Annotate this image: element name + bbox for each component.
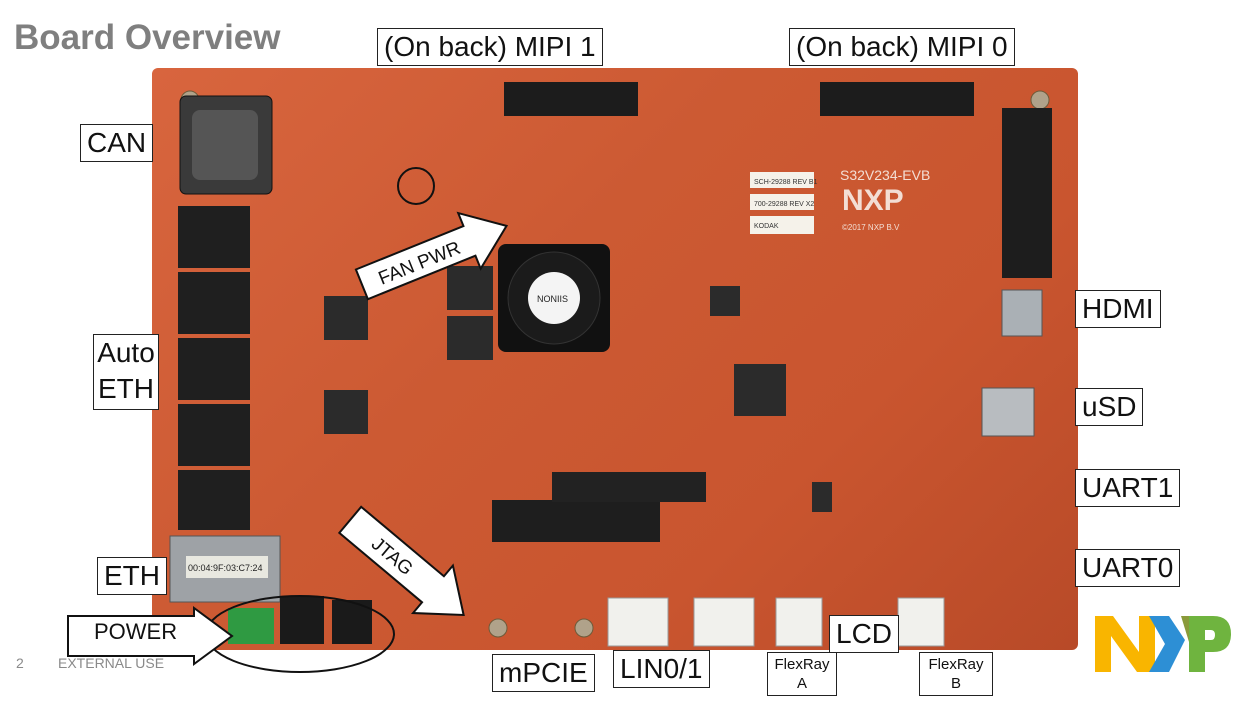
mac-label: 00:04:9F:03:C7:24 [188,563,263,573]
label-can: CAN [80,124,154,162]
power-arrow [67,606,234,666]
silkscreen-brand: NXP [842,184,904,217]
silkscreen-model: S32V234-EVB [840,167,930,183]
board-art: NXP S32V234-EVB ©2017 NXP B.V SCH-29288 … [169,82,1052,647]
nxp-logo [1095,616,1231,672]
label-mpcie: mPCIE [492,654,595,692]
sticker-700: 700-29288 REV X2 [754,201,814,208]
sticker-sch: SCH-29288 REV B1 [754,179,818,186]
silkscreen-copyright: ©2017 NXP B.V [842,223,900,232]
label-flexray-a-line2: A [796,675,807,692]
label-flexray-b: FlexRay B [919,652,993,696]
jtag-arrow: JTAG [337,505,465,617]
fan-text: NONIIS [537,294,568,304]
label-hdmi: HDMI [1075,290,1161,328]
page-title: Board Overview [14,18,281,57]
label-flexray-a-line1: FlexRay [774,656,830,673]
label-auto-eth-line1: Auto [97,337,155,368]
label-lin: LIN0/1 [613,650,710,688]
label-usd: uSD [1075,388,1144,426]
label-flexray-b-line1: FlexRay [928,656,984,673]
board-photo: NXP S32V234-EVB ©2017 NXP B.V SCH-29288 … [152,68,1078,650]
label-lcd: LCD [829,615,900,653]
label-power: POWER [94,619,178,644]
label-mipi0: (On back) MIPI 0 [789,28,1015,66]
label-auto-eth-line2: ETH [98,373,154,404]
label-uart0: UART0 [1075,549,1181,587]
label-auto-eth: Auto ETH [93,334,159,410]
footer-classification: EXTERNAL USE [58,655,165,671]
label-uart1: UART1 [1075,469,1181,507]
fan-pwr-arrow: FAN PWR [354,211,509,301]
footer-page-number: 2 [16,655,24,671]
sticker-kodak: KODAK [754,223,779,230]
label-flexray-a: FlexRay A [767,652,837,696]
label-eth: ETH [97,557,167,595]
label-flexray-b-line2: B [950,675,961,692]
label-mipi1: (On back) MIPI 1 [377,28,603,66]
